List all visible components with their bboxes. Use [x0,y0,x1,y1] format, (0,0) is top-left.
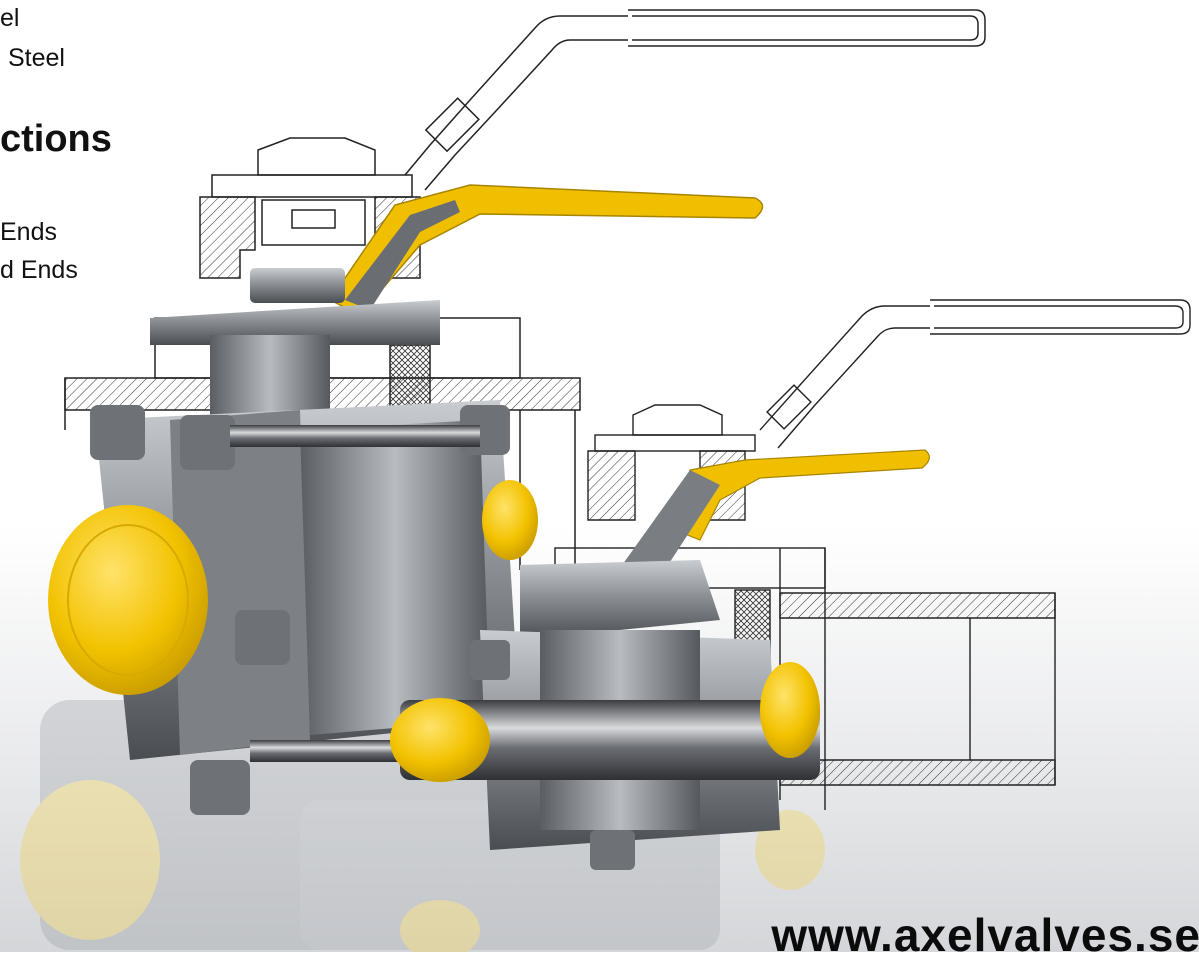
text-line-4: Ends [0,218,57,246]
large-valve-photo [48,184,764,815]
text-line-2: Steel [8,44,65,72]
text-line-5: d Ends [0,256,78,284]
small-valve-photo [390,449,930,870]
section-heading: ctions [0,118,112,160]
text-line-1: el [0,4,20,32]
website-url: www.axelvalves.se [771,909,1199,961]
